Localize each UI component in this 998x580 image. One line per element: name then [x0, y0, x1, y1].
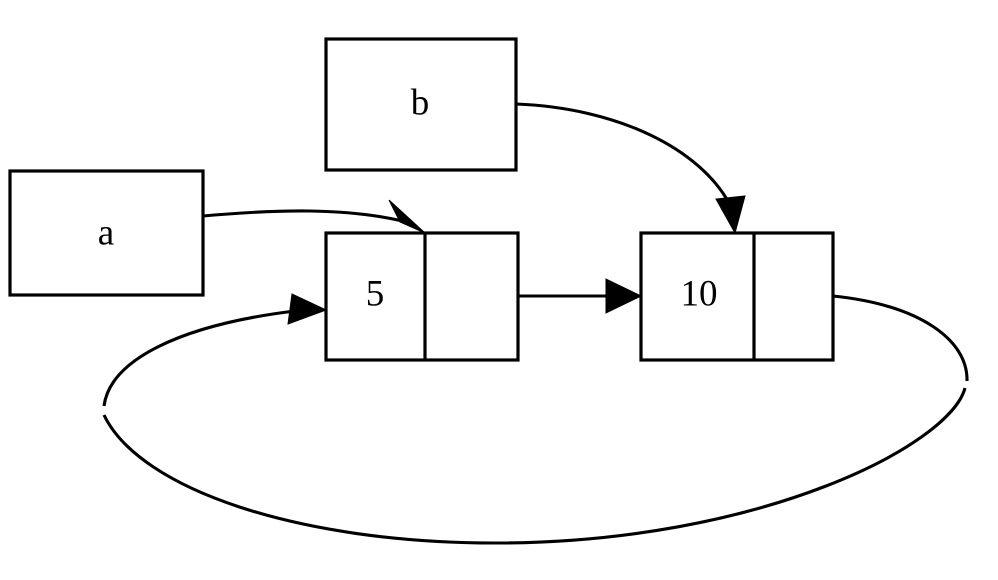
list-node-5[interactable]: 5: [324, 231, 520, 362]
edge-a-to-node5: [202, 199, 426, 234]
pointer-node-a-box[interactable]: [8, 169, 205, 297]
list-node-10-box[interactable]: [639, 231, 835, 362]
list-node-10-value-label: 10: [681, 273, 718, 314]
edges-layer: [102, 102, 969, 545]
edge-node5-to-node10-arrowhead: [605, 278, 643, 314]
pointer-node-a-label: a: [98, 212, 114, 253]
edge-a-to-node5-arrowhead: [388, 199, 426, 234]
edge-b-to-node10-path: [515, 102, 731, 204]
pointer-node-b-label: b: [411, 82, 430, 123]
edge-node10-to-node5-cycle-path: [102, 294, 969, 545]
list-nodes-layer: 5 10: [324, 231, 835, 362]
pointer-node-b[interactable]: b: [324, 37, 518, 172]
edge-b-to-node10: [515, 102, 746, 235]
edge-node10-to-node5-cycle-arrowhead: [287, 293, 328, 325]
pointer-node-b-box[interactable]: [324, 37, 518, 172]
list-node-5-box[interactable]: [324, 231, 520, 362]
edge-node10-to-node5-cycle: [102, 293, 969, 545]
list-node-10[interactable]: 10: [639, 231, 835, 362]
edge-b-to-node10-arrowhead: [715, 195, 746, 235]
edge-node5-to-node10: [518, 278, 643, 314]
edge-a-to-node5-path: [202, 209, 415, 226]
list-node-5-value-label: 5: [366, 273, 385, 314]
pointer-nodes-layer: a b: [8, 37, 518, 297]
pointer-node-a[interactable]: a: [8, 169, 205, 297]
